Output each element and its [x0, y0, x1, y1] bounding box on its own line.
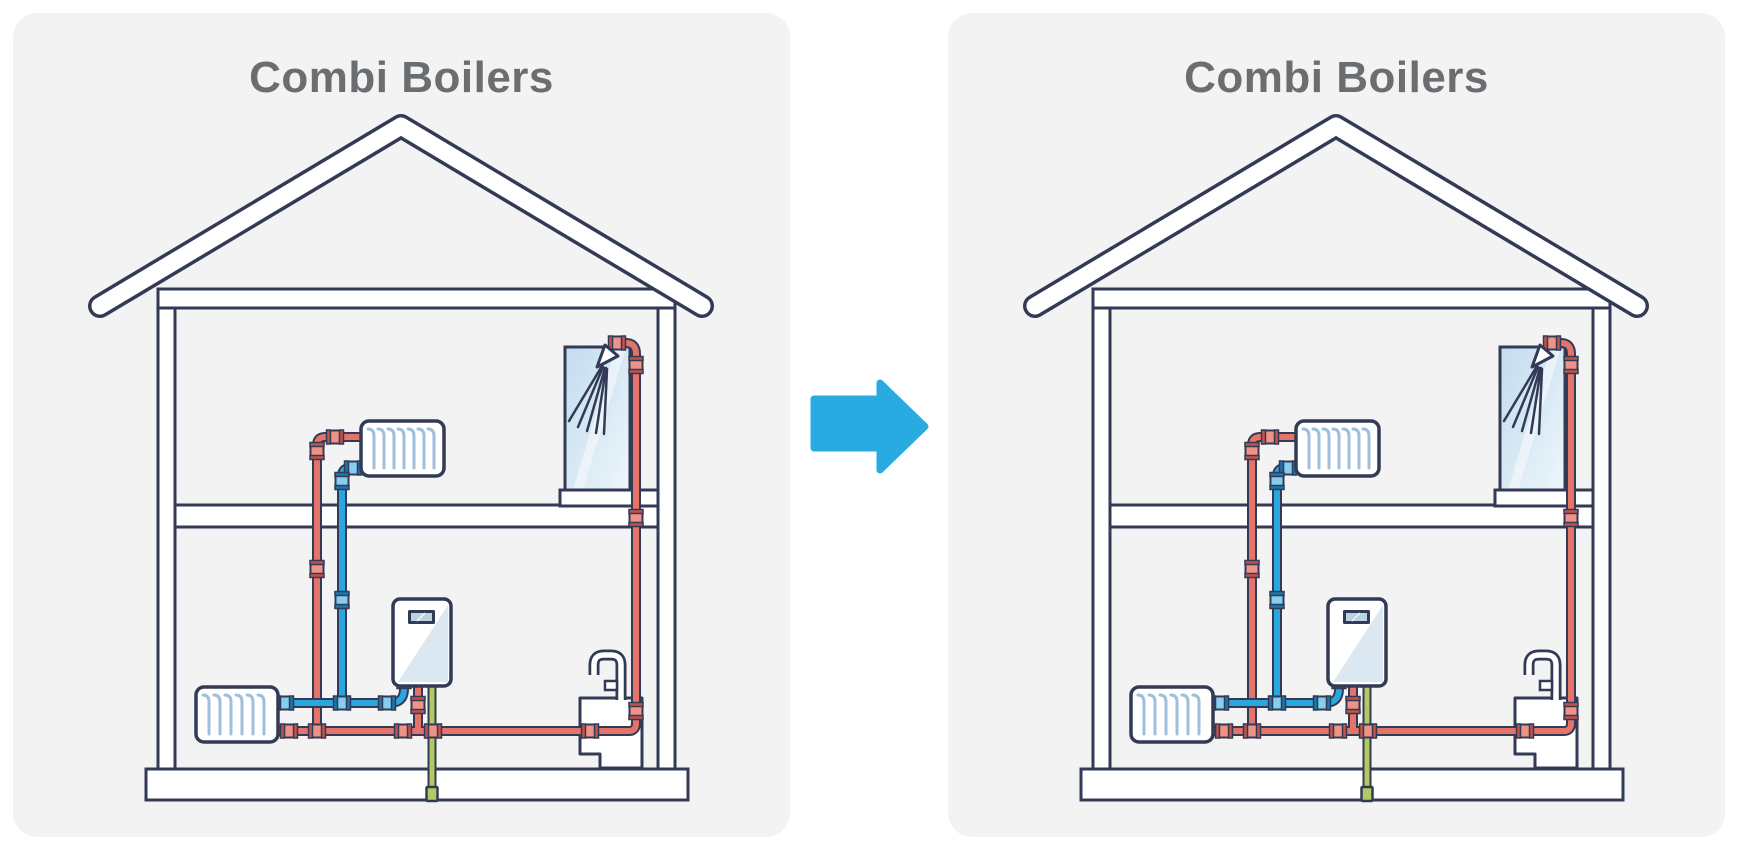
page-title: Combi Boilers — [1184, 53, 1489, 102]
panel-after: Combi Boilers — [948, 13, 1725, 837]
arrow-right-icon — [810, 379, 929, 474]
page-title: Combi Boilers — [249, 53, 554, 102]
panel-before: Combi Boilers — [13, 13, 790, 837]
combi-boiler-house-diagram — [13, 13, 790, 837]
combi-boiler-house-diagram — [948, 13, 1725, 837]
